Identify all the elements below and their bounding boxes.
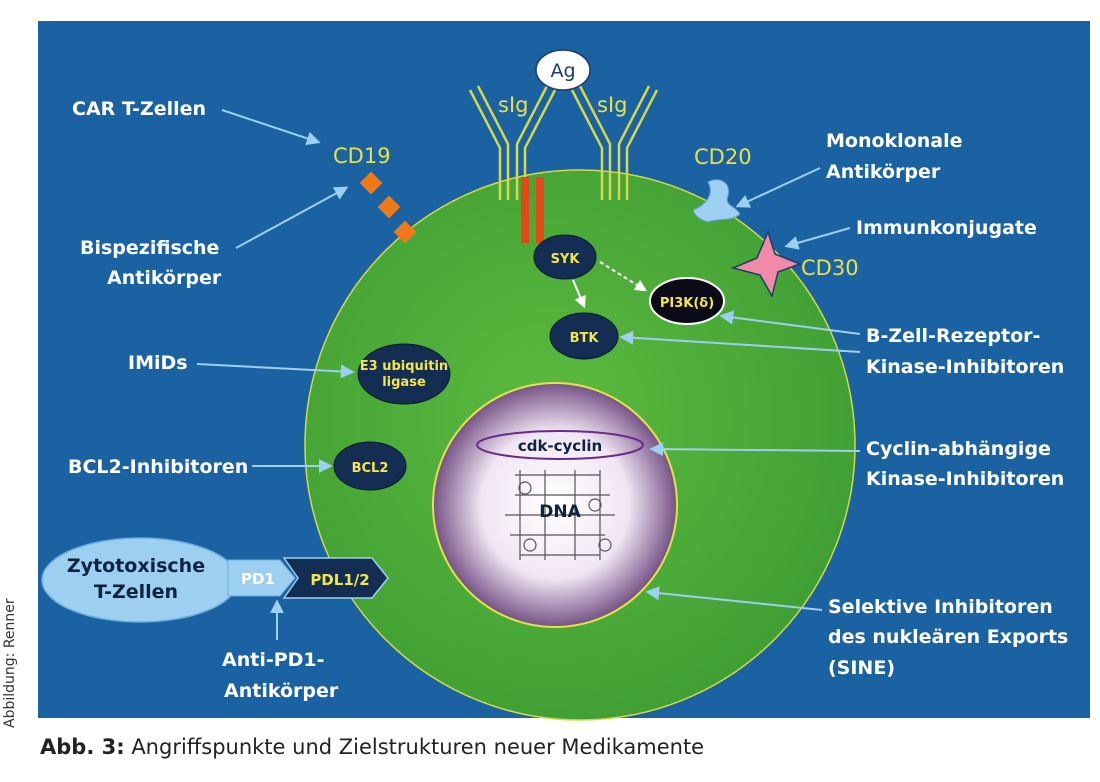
arrow-bispecific (235, 186, 349, 249)
arrow-bcr-btk (619, 330, 861, 353)
dna-structure-icon (505, 470, 615, 560)
bcl2-node (333, 441, 407, 491)
pd1-receptor (227, 559, 296, 597)
label-bispecific-1: Bispezifische (80, 237, 219, 259)
figure-caption: Abb. 3: Angriffspunkte und Zielstrukture… (40, 735, 704, 759)
pd1-label: PD1 (241, 570, 275, 588)
label-immunoconjugates: Immunkonjugate (856, 217, 1037, 239)
t-cell-label-line1: Zytotoxische (67, 555, 205, 577)
cd30-label: CD30 (801, 256, 859, 280)
pi3k-node (649, 277, 725, 325)
nucleus (432, 382, 678, 628)
label-cdk-1: Cyclin-abhängige (866, 438, 1051, 460)
arrow-bcr-pi3k (719, 310, 861, 335)
arrow-sine (645, 586, 823, 611)
cd30-star (730, 229, 803, 298)
t-cell-label-line2: T-Zellen (94, 581, 178, 603)
sig-label-right: sIg (597, 93, 627, 117)
image-credit: Abbildung: Renner (2, 598, 18, 728)
arrow-monoclonal (735, 167, 821, 208)
syk-label: SYK (551, 252, 581, 267)
arrow-imids (196, 363, 355, 379)
antigen (535, 49, 591, 91)
cytotoxic-t-cell (41, 537, 239, 623)
label-bispecific-2: Antikörper (107, 267, 222, 289)
label-sine-1: Selektive Inhibitoren (828, 596, 1053, 618)
cd20-label: CD20 (694, 145, 752, 169)
caption-text: Angriffspunkte und Zielstrukturen neuer … (131, 735, 705, 759)
e3-ligase-label-line2: ligase (382, 375, 426, 390)
dna-label: DNA (539, 502, 581, 522)
cdk-cyclin-label: cdk-cyclin (518, 437, 602, 455)
bcl2-label: BCL2 (352, 461, 389, 476)
label-car-t: CAR T-Zellen (72, 98, 206, 120)
label-sine-2: des nukleären Exports (828, 626, 1068, 648)
antigen-label: Ag (550, 60, 575, 82)
pdl-ligand (282, 557, 389, 599)
btk-label: BTK (570, 331, 600, 346)
label-sine-3: (SINE) (828, 657, 895, 679)
kinase-bar-right (536, 177, 544, 243)
arrow-car-t (221, 109, 321, 146)
sig-label-left: sIg (498, 93, 528, 117)
label-monoclonal-1: Monoklonale (826, 130, 963, 152)
label-monoclonal-2: Antikörper (826, 161, 941, 183)
syk-to-pi3k-arrow (599, 261, 648, 292)
sig-receptor-right (570, 85, 659, 200)
kinase-bar-left (521, 177, 529, 243)
arrow-cdk (649, 442, 861, 457)
pdl-label: PDL1/2 (310, 571, 369, 589)
label-bcl2-inhibitors: BCL2-Inhibitoren (68, 456, 248, 478)
cd19-label: CD19 (333, 144, 391, 168)
label-bcr-2: Kinase-Inhibitoren (866, 356, 1064, 378)
e3-ligase-node (357, 343, 451, 405)
syk-to-btk-arrow (572, 279, 586, 309)
cd20-marker (692, 179, 741, 223)
arrow-immunoconjugates (784, 227, 851, 250)
pi3k-label: PI3K(δ) (660, 296, 714, 311)
syk-node (533, 234, 597, 280)
e3-ligase-label-line1: E3 ubiquitin (360, 359, 448, 374)
label-cdk-2: Kinase-Inhibitoren (866, 468, 1064, 490)
label-anti-pd1-1: Anti-PD1- (222, 649, 325, 671)
cdk-cyclin-ring (476, 430, 644, 460)
label-imids: IMiDs (128, 352, 188, 374)
btk-node (549, 312, 619, 360)
label-anti-pd1-2: Antikörper (224, 680, 339, 702)
caption-prefix: Abb. 3: (40, 735, 125, 759)
label-bcr-1: B-Zell-Rezeptor- (866, 325, 1040, 347)
